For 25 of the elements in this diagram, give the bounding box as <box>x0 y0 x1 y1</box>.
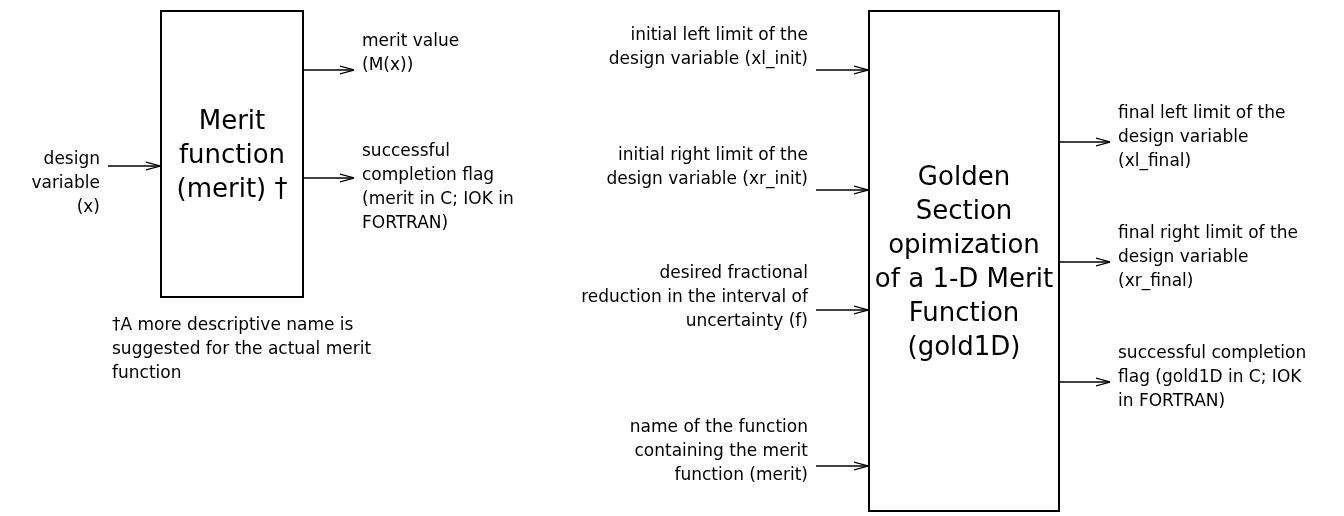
text-label: design variable (x) <box>10 146 100 218</box>
text-label: successful completion flag (gold1D in C; IOK in FORTRAN) <box>1118 340 1318 412</box>
text-label: successful completion flag (merit in C; IOK in FORTRAN) <box>362 138 532 234</box>
arrow <box>1059 137 1111 147</box>
box-title: Golden Section opimization of a 1-D Merit Function (gold1D) <box>873 160 1055 363</box>
footnote: †A more descriptive name is suggested for the actual merit function <box>112 313 372 384</box>
text-label: initial right limit of the design variable (xr_init) <box>600 142 808 190</box>
arrow <box>303 173 355 183</box>
text-label: desired fractional reduction in the interval of uncertainty (f) <box>580 260 808 332</box>
arrow <box>815 185 869 195</box>
text-label: merit value (M(x)) <box>362 28 482 76</box>
arrow <box>815 461 869 471</box>
process-box <box>160 10 304 298</box>
arrow <box>1059 377 1111 387</box>
arrow <box>815 65 869 75</box>
text-label: final left limit of the design variable (xl_final) <box>1118 100 1298 172</box>
arrow <box>107 161 161 171</box>
arrow <box>303 65 355 75</box>
arrow <box>815 305 869 315</box>
box-title: Merit function (merit) † <box>175 104 289 205</box>
text-label: name of the function containing the merit function (merit) <box>580 414 808 486</box>
text-label: final right limit of the design variable (xr_final) <box>1118 220 1298 292</box>
text-label: initial left limit of the design variable (xl_init) <box>600 22 808 70</box>
arrow <box>1059 257 1111 267</box>
process-box <box>868 10 1060 512</box>
